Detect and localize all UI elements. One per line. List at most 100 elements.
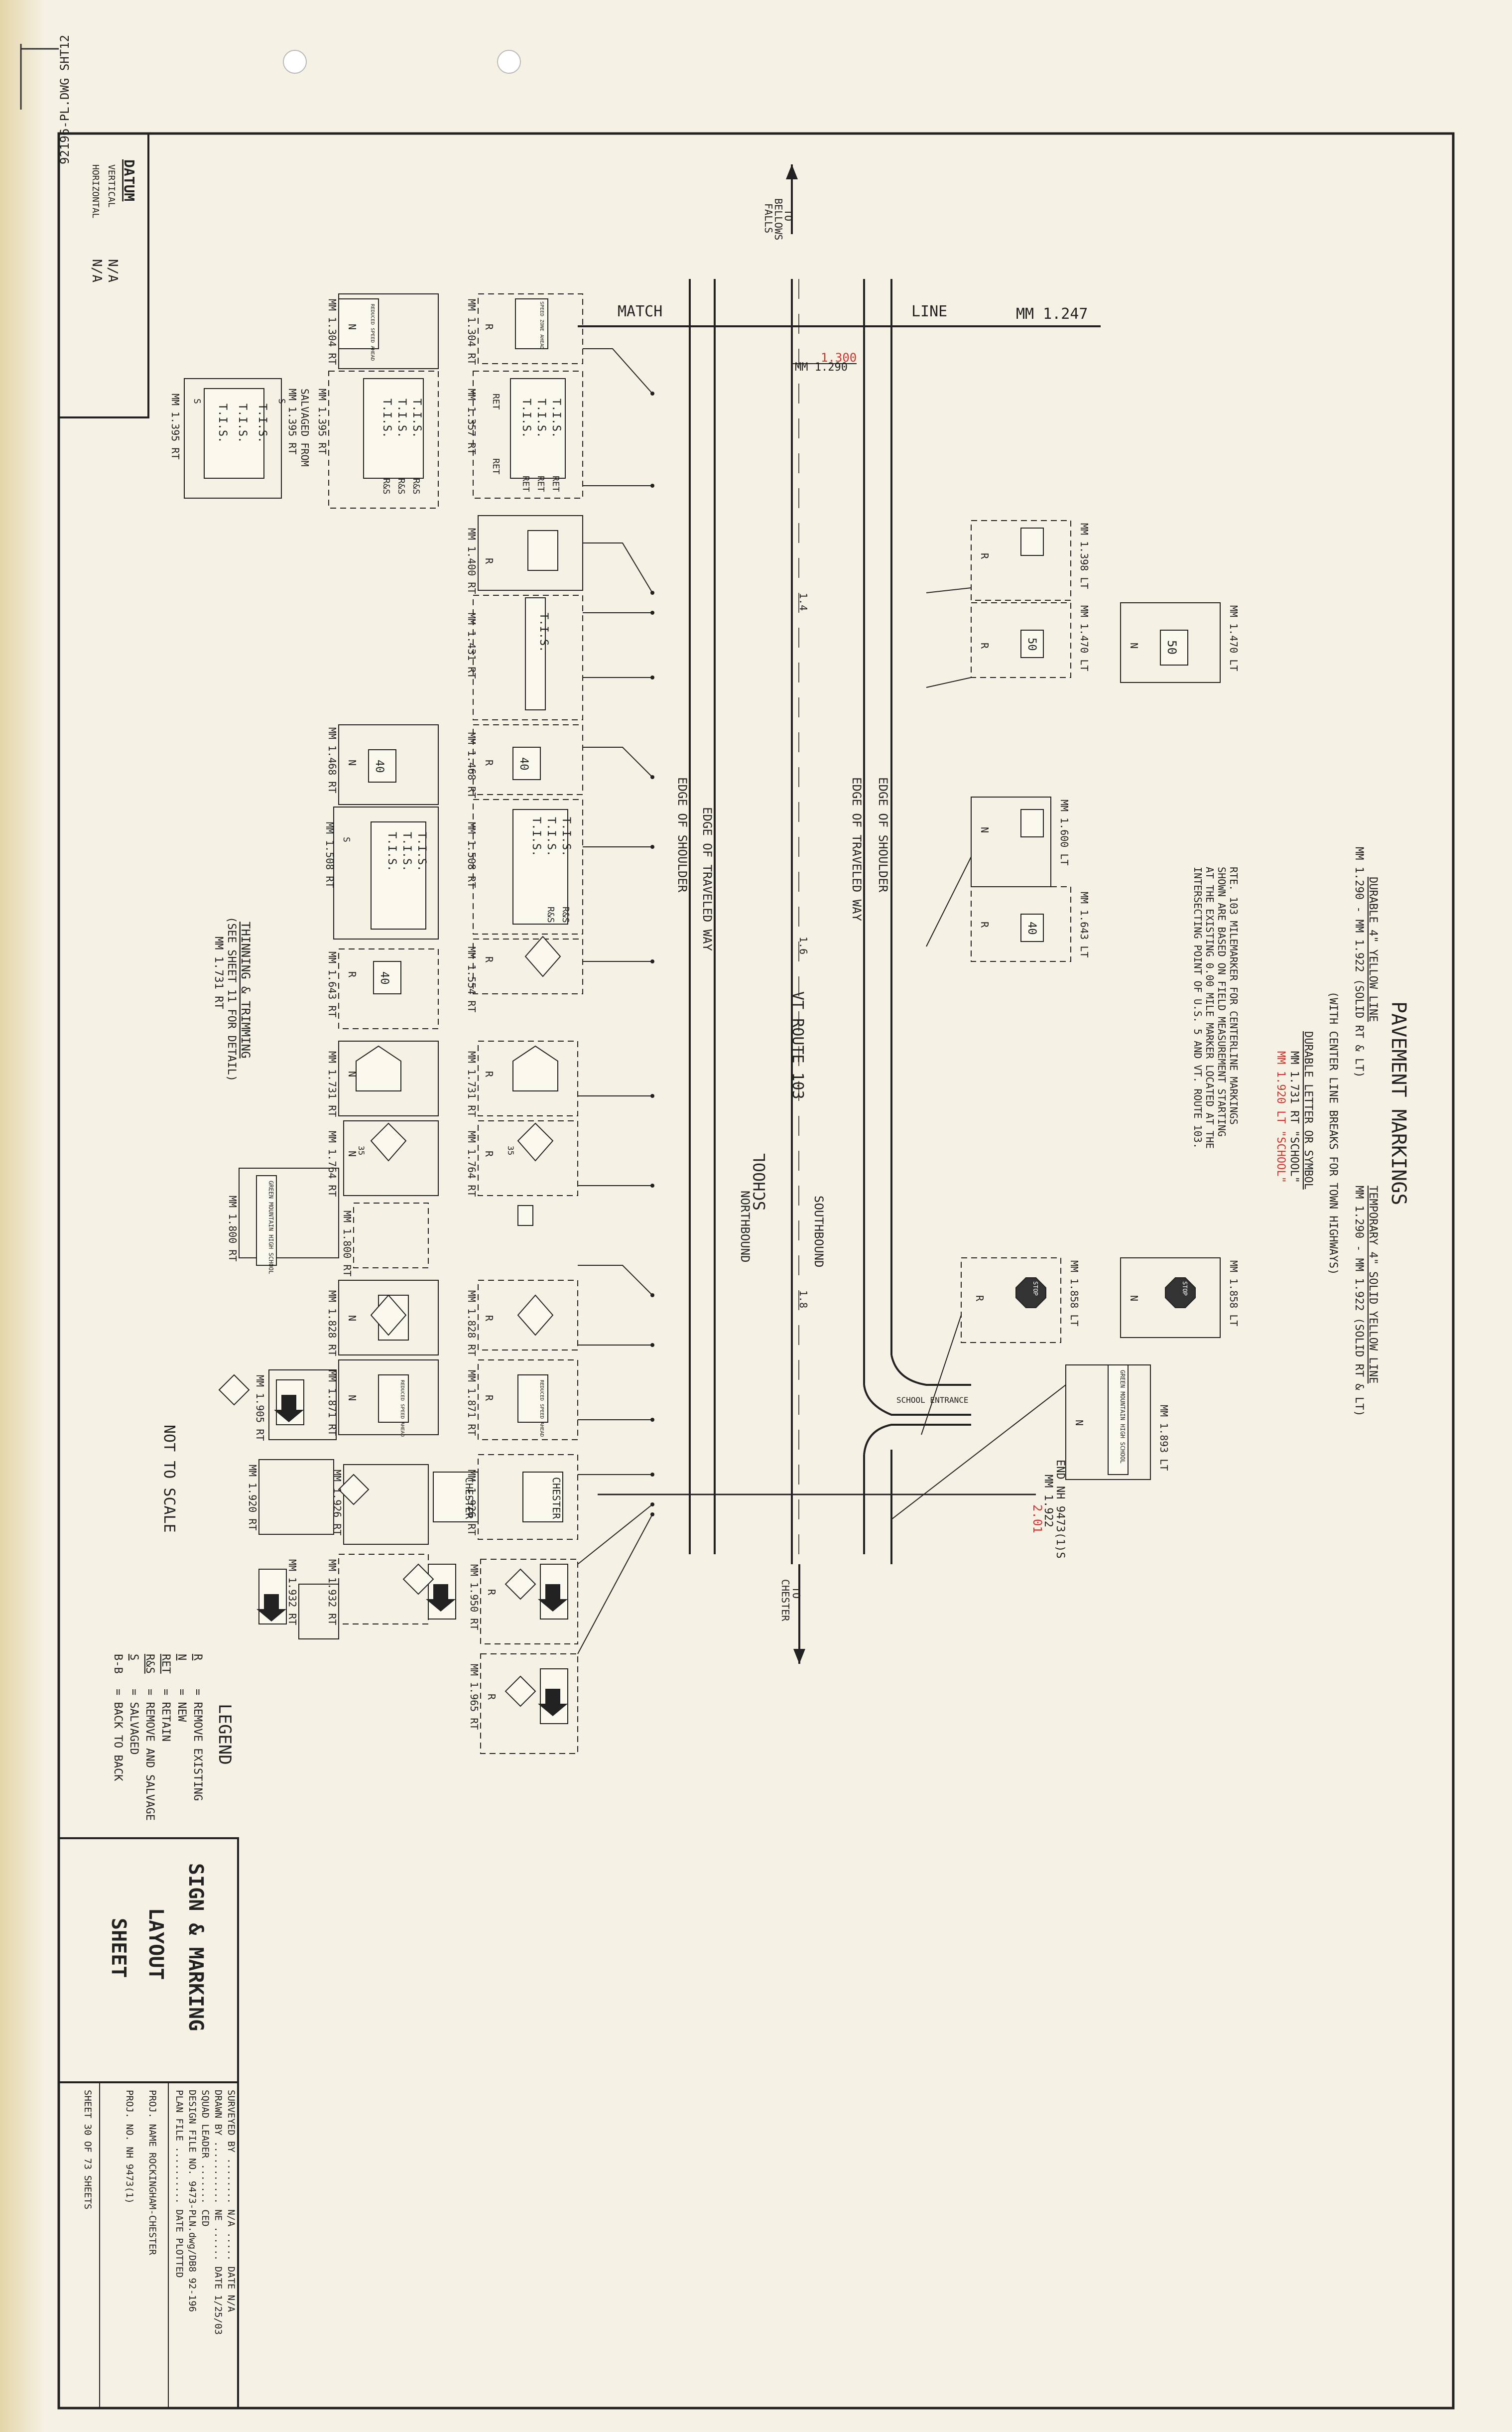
svg-text:R&S: R&S (411, 478, 421, 495)
southbound-label: SOUTHBOUND (812, 1196, 826, 1268)
svg-text:40: 40 (517, 757, 530, 771)
sign-mm-1304-inner: MM 1.304 RT (466, 299, 478, 365)
svg-text:SHEET 30 OF 73 SHEETS: SHEET 30 OF 73 SHEETS (82, 2090, 93, 2209)
durable-line: DURABLE 4" YELLOW LINE (1367, 877, 1379, 1022)
edge-traveled-right: EDGE OF TRAVELED WAY (850, 777, 864, 922)
sign-mm-1926: MM 1.926 RT (466, 1470, 478, 1535)
svg-text:T.I.S.: T.I.S. (530, 817, 542, 856)
sign-mm-1468-outer: MM 1.468 RT (326, 727, 338, 793)
sign-mm-1858-lt-inner: MM 1.858 LT (1068, 1260, 1080, 1326)
svg-text:RET: RET (491, 458, 501, 475)
sign-mm-1905: MM 1.905 RT (254, 1375, 266, 1441)
svg-text:PLAN FILE .......... DATE PLOT: PLAN FILE .......... DATE PLOTTED (174, 2090, 185, 2278)
pavement-title: PAVEMENT MARKINGS (1387, 1001, 1410, 1205)
sign-mm-1554: MM 1.554 RT (466, 946, 478, 1012)
svg-text:PROJ. NAME ROCKINGHAM-CHESTER: PROJ. NAME ROCKINGHAM-CHESTER (147, 2090, 158, 2255)
sign-mm-1643-lt: MM 1.643 LT (1078, 892, 1090, 957)
datum-block: DATUM VERTICAL N/A HORIZONTAL N/A (58, 133, 149, 418)
temporary-line: TEMPORARY 4" SOLID YELLOW LINE (1367, 1186, 1379, 1383)
datum-title: DATUM (121, 159, 137, 201)
svg-text:50: 50 (1025, 638, 1038, 651)
svg-text:PROJ. NO. NH 9473(1): PROJ. NO. NH 9473(1) (124, 2090, 135, 2204)
svg-text:35: 35 (506, 1146, 515, 1155)
svg-text:N: N (346, 1151, 358, 1157)
svg-text:= SALVAGED: = SALVAGED (127, 1689, 140, 1755)
svg-text:= BACK TO BACK: = BACK TO BACK (112, 1689, 124, 1781)
svg-text:R: R (483, 760, 495, 766)
svg-text:40: 40 (373, 760, 385, 773)
svg-text:T.I.S.: T.I.S. (415, 832, 428, 871)
sign-labels: MM 1.304 RT MM 1.304 RT MM 1.357 RT MM 1… (169, 299, 1240, 1730)
svg-text:GREEN MOUNTAIN HIGH SCHOOL: GREEN MOUNTAIN HIGH SCHOOL (1119, 1370, 1126, 1464)
svg-text:N: N (346, 1071, 358, 1077)
end-mm: MM 1.922 (1042, 1475, 1054, 1527)
punch-hole (497, 50, 521, 74)
svg-text:R: R (483, 1315, 495, 1322)
durable-range: MM 1.290 - MM 1.922 (SOLID RT & LT) (1353, 847, 1365, 1078)
match-mm: MM 1.247 (1016, 305, 1088, 323)
svg-text:RTE. 103 MILEMARKER FOR CENTER: RTE. 103 MILEMARKER FOR CENTERLINE MARKI… (1228, 867, 1240, 1125)
svg-text:R: R (974, 1295, 986, 1302)
title-line-1: SIGN & MARKING (184, 1863, 207, 2031)
svg-text:T.I.S.: T.I.S. (535, 399, 547, 438)
sign-mm-1871: MM 1.871 RT (466, 1370, 478, 1436)
svg-text:R: R (483, 1395, 495, 1401)
svg-text:B-B: B-B (112, 1654, 124, 1674)
file-label: 92196-PL.DWG SHT12 (58, 35, 72, 164)
sign-mm-1965: MM 1.965 RT (468, 1664, 480, 1730)
svg-text:FALLS: FALLS (762, 203, 774, 233)
svg-text:T.I.S.: T.I.S. (550, 399, 562, 438)
sign-mm-1858-lt: MM 1.858 LT (1228, 1260, 1240, 1326)
datum-vertical-label: VERTICAL (106, 164, 117, 208)
sign-mm-1508-outer: MM 1.508 RT (324, 822, 336, 888)
svg-text:N: N (1073, 1420, 1085, 1426)
sign-mm-1828-outer: MM 1.828 RT (326, 1290, 338, 1356)
mm-1290: MM 1.290 (795, 361, 848, 374)
station-14: 1.4 (797, 593, 809, 611)
title-line-2: LAYOUT (144, 1908, 167, 1980)
sign-mm-1800-far: MM 1.800 RT (227, 1196, 239, 1261)
sign-mm-1395: MM 1.395 RT (316, 389, 328, 454)
svg-text:R: R (979, 922, 991, 928)
edge-shoulder-right: EDGE OF SHOULDER (876, 777, 890, 893)
svg-text:R: R (483, 1151, 495, 1157)
svg-text:R&S: R&S (396, 478, 406, 495)
crop-mark (20, 44, 59, 110)
title-line-3: SHEET (107, 1918, 130, 1978)
sign-mm-1395-b: MM 1.395 RT (286, 389, 298, 454)
line-word: LINE (911, 303, 947, 320)
sign-mm-1932: MM 1.932 RT (326, 1559, 338, 1625)
svg-text:SURVEYED BY ........ N/A .....: SURVEYED BY ........ N/A ..... DATE N/A (226, 2090, 237, 2312)
edge-shoulder-left: EDGE OF SHOULDER (675, 777, 689, 893)
svg-text:= REMOVE EXISTING: = REMOVE EXISTING (191, 1689, 204, 1801)
svg-text:R&S: R&S (381, 478, 391, 495)
svg-text:STOP: STOP (1032, 1281, 1039, 1296)
school-pavement-word: SCHOOL (750, 1153, 769, 1211)
durable-letter: DURABLE LETTER OR SYMBOL (1302, 1031, 1314, 1190)
svg-text:DESIGN FILE NO. 9473-PLN.dwg/D: DESIGN FILE NO. 9473-PLN.dwg/DB8 92-196 (187, 2090, 198, 2312)
thinning-mm: MM 1.731 RT (212, 937, 225, 1009)
station-18: 1.8 (797, 1290, 809, 1308)
svg-text:CHESTER: CHESTER (779, 1579, 791, 1621)
svg-text:TO: TO (782, 209, 794, 221)
datum-horizontal-label: HORIZONTAL (90, 164, 101, 219)
svg-text:R: R (483, 956, 495, 963)
svg-text:= NEW: = NEW (175, 1689, 188, 1722)
svg-text:RET: RET (520, 476, 531, 492)
sign-mm-1470-lt: MM 1.470 LT (1228, 605, 1240, 671)
sign-mm-1731: MM 1.731 RT (466, 1051, 478, 1117)
svg-text:T.I.S.: T.I.S. (256, 404, 268, 443)
road-lines (689, 279, 971, 1564)
svg-text:S: S (276, 399, 287, 404)
svg-text:R&S: R&S (545, 907, 556, 923)
paper-stain (0, 0, 45, 2432)
sign-mm-1357: MM 1.357 RT (466, 389, 478, 454)
svg-text:R: R (483, 324, 495, 330)
svg-text:40: 40 (1025, 922, 1038, 935)
letter-mm: MM 1.731 RT "SCHOOL" (1288, 1051, 1300, 1183)
thinning-note: (SEE SHEET 11 FOR DETAIL) (225, 917, 238, 1081)
svg-text:40: 40 (378, 971, 390, 985)
legend-title: LEGEND (215, 1704, 235, 1765)
svg-text:N: N (979, 827, 991, 833)
